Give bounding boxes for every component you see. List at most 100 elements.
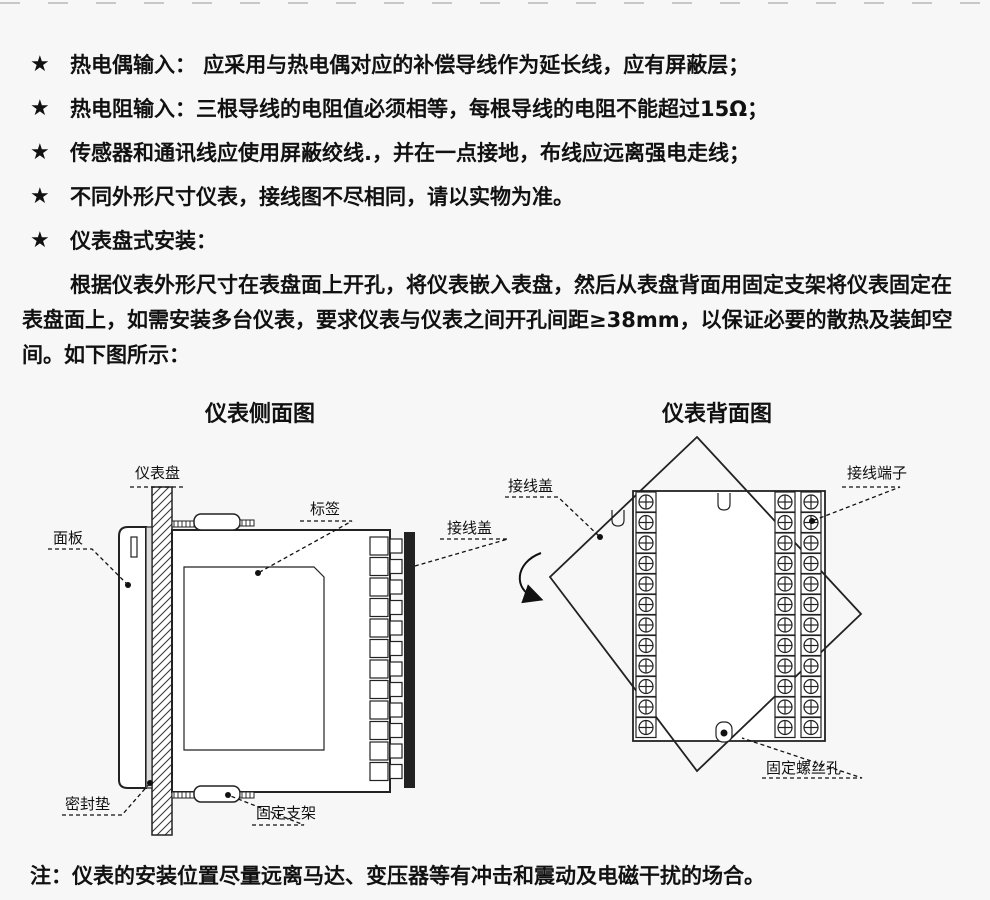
- label-wiring-cover-side: 接线盖: [447, 519, 492, 537]
- note-text: 注：仪表的安装位置尽量远离马达、变压器等有冲击和震动及电磁干扰的场合。: [30, 864, 765, 888]
- terminal-screw-icon: [774, 696, 796, 718]
- side-terminal-cap: [389, 722, 403, 739]
- side-terminal-cap: [389, 743, 403, 759]
- terminal-screw-icon: [635, 614, 657, 636]
- terminal-screw-icon: [774, 511, 796, 534]
- terminal-screw-icon: [635, 552, 657, 575]
- bullet-text: 不同外形尺寸仪表，接线图不尽相同，请以实物为准。: [70, 185, 574, 209]
- side-terminal-cap: [389, 661, 403, 677]
- side-terminal: [369, 536, 389, 556]
- side-terminal-cap: [389, 579, 403, 595]
- terminal-screw-icon: [774, 593, 796, 616]
- back-view-diagram: 接线盖 接线端子 固定螺丝孔: [505, 435, 907, 779]
- instrument-body: [171, 529, 391, 793]
- star-icon: ★: [30, 139, 50, 165]
- bullet-item: ★ 热电阻输入：三根导线的电阻值必须相等，每根导线的电阻不能超过15Ω；: [30, 86, 768, 130]
- side-terminal-cap: [389, 702, 403, 718]
- terminal-screw-icon: [635, 573, 657, 595]
- terminal-screw-icon: [800, 491, 822, 513]
- back-view-title: 仪表背面图: [662, 401, 773, 427]
- terminal-screw-icon: [800, 532, 822, 554]
- terminal-screw-icon: [800, 614, 822, 636]
- terminal-screw-icon: [774, 675, 796, 698]
- panel-board: [151, 486, 173, 836]
- side-terminal: [369, 659, 389, 679]
- terminal-screw-icon: [774, 573, 796, 595]
- label-tag: 标签: [310, 500, 340, 518]
- tag-label: [183, 566, 325, 751]
- terminal-screw-icon: [800, 696, 822, 718]
- side-view-diagram: 仪表盘 面板 标签 接线盖 密封垫 固定支架: [48, 464, 509, 836]
- bullet-list: ★ 热电偶输入： 应采用与热电偶对应的补偿导线作为延长线，应有屏蔽层； ★ 热电阻输…: [30, 42, 768, 262]
- bullet-text: 传感器和通讯线应使用屏蔽绞线.，并在一点接地，布线应远离强电走线；: [70, 141, 750, 165]
- side-terminal-cap: [389, 763, 403, 780]
- terminal-screw-icon: [774, 716, 796, 739]
- terminal-screw-icon: [635, 675, 657, 698]
- bullet-text: 热电阻输入：三根导线的电阻值必须相等，每根导线的电阻不能超过15Ω；: [70, 97, 769, 121]
- bullet-item: ★ 不同外形尺寸仪表，接线图不尽相同，请以实物为准。: [30, 174, 768, 218]
- face-plate: [118, 526, 147, 789]
- side-terminal-cap: [389, 620, 403, 636]
- side-terminal: [369, 638, 389, 659]
- terminal-screw-icon: [774, 614, 796, 636]
- terminal-screw-icon: [635, 634, 657, 657]
- terminal-screw-icon: [774, 552, 796, 575]
- side-terminal: [369, 761, 389, 782]
- terminal-block-side: [369, 536, 403, 782]
- side-terminal: [369, 577, 389, 597]
- side-terminal: [369, 556, 389, 577]
- label-panel-board: 仪表盘: [135, 464, 180, 482]
- wiring-cover-side: [404, 532, 415, 788]
- terminal-screw-icon: [635, 593, 657, 616]
- star-icon: ★: [30, 183, 50, 209]
- terminal-screw-icon: [635, 511, 657, 534]
- terminal-screw-icon: [800, 552, 822, 575]
- label-terminal: 接线端子: [847, 464, 907, 482]
- label-screw-hole: 固定螺丝孔: [766, 759, 841, 777]
- label-bracket: 固定支架: [256, 804, 316, 822]
- side-terminal-cap: [389, 558, 403, 575]
- terminal-screw-icon: [774, 634, 796, 657]
- side-terminal: [369, 597, 389, 618]
- terminal-screw-icon: [800, 655, 822, 677]
- star-icon: ★: [30, 51, 50, 77]
- side-terminal-cap: [389, 640, 403, 657]
- gasket: [145, 526, 153, 789]
- screw-hole: [715, 721, 733, 743]
- terminal-screw-icon: [635, 696, 657, 718]
- star-icon: ★: [30, 227, 50, 253]
- side-view-title: 仪表侧面图: [205, 401, 316, 427]
- terminal-screw-icon: [800, 573, 822, 595]
- bullet-text: 热电偶输入： 应采用与热电偶对应的补偿导线作为延长线，应有屏蔽层；: [70, 53, 750, 77]
- terminal-screw-icon: [635, 532, 657, 554]
- bullet-item: ★ 仪表盘式安装：: [30, 218, 768, 262]
- bullet-item: ★ 热电偶输入： 应采用与热电偶对应的补偿导线作为延长线，应有屏蔽层；: [30, 42, 768, 86]
- terminal-screw-icon: [800, 593, 822, 616]
- rotate-arrow-icon: [518, 552, 544, 604]
- side-terminal: [369, 679, 389, 700]
- side-terminal-cap: [389, 599, 403, 616]
- bracket-top: [171, 513, 255, 531]
- label-face-plate: 面板: [53, 529, 83, 547]
- terminal-screw-icon: [800, 675, 822, 698]
- terminal-screw-icon: [800, 716, 822, 739]
- top-dashed-border: [0, 2, 990, 4]
- terminal-screw-icon: [774, 532, 796, 554]
- side-terminal: [369, 741, 389, 761]
- star-icon: ★: [30, 95, 50, 121]
- side-terminal-cap: [389, 681, 403, 698]
- bullet-item: ★ 传感器和通讯线应使用屏蔽绞线.，并在一点接地，布线应远离强电走线；: [30, 130, 768, 174]
- terminal-screw-icon: [800, 634, 822, 657]
- label-gasket: 密封垫: [65, 795, 110, 813]
- top-screw-slot: [717, 493, 731, 511]
- side-terminal: [369, 700, 389, 720]
- terminal-screw-icon: [635, 491, 657, 513]
- label-wiring-cover-back: 接线盖: [508, 477, 553, 495]
- bracket-bottom: [171, 785, 255, 803]
- terminal-screw-icon: [774, 491, 796, 513]
- rear-housing: [632, 490, 826, 742]
- bullet-text: 仪表盘式安装：: [70, 229, 217, 253]
- terminal-screw-icon: [635, 716, 657, 739]
- side-terminal: [369, 720, 389, 741]
